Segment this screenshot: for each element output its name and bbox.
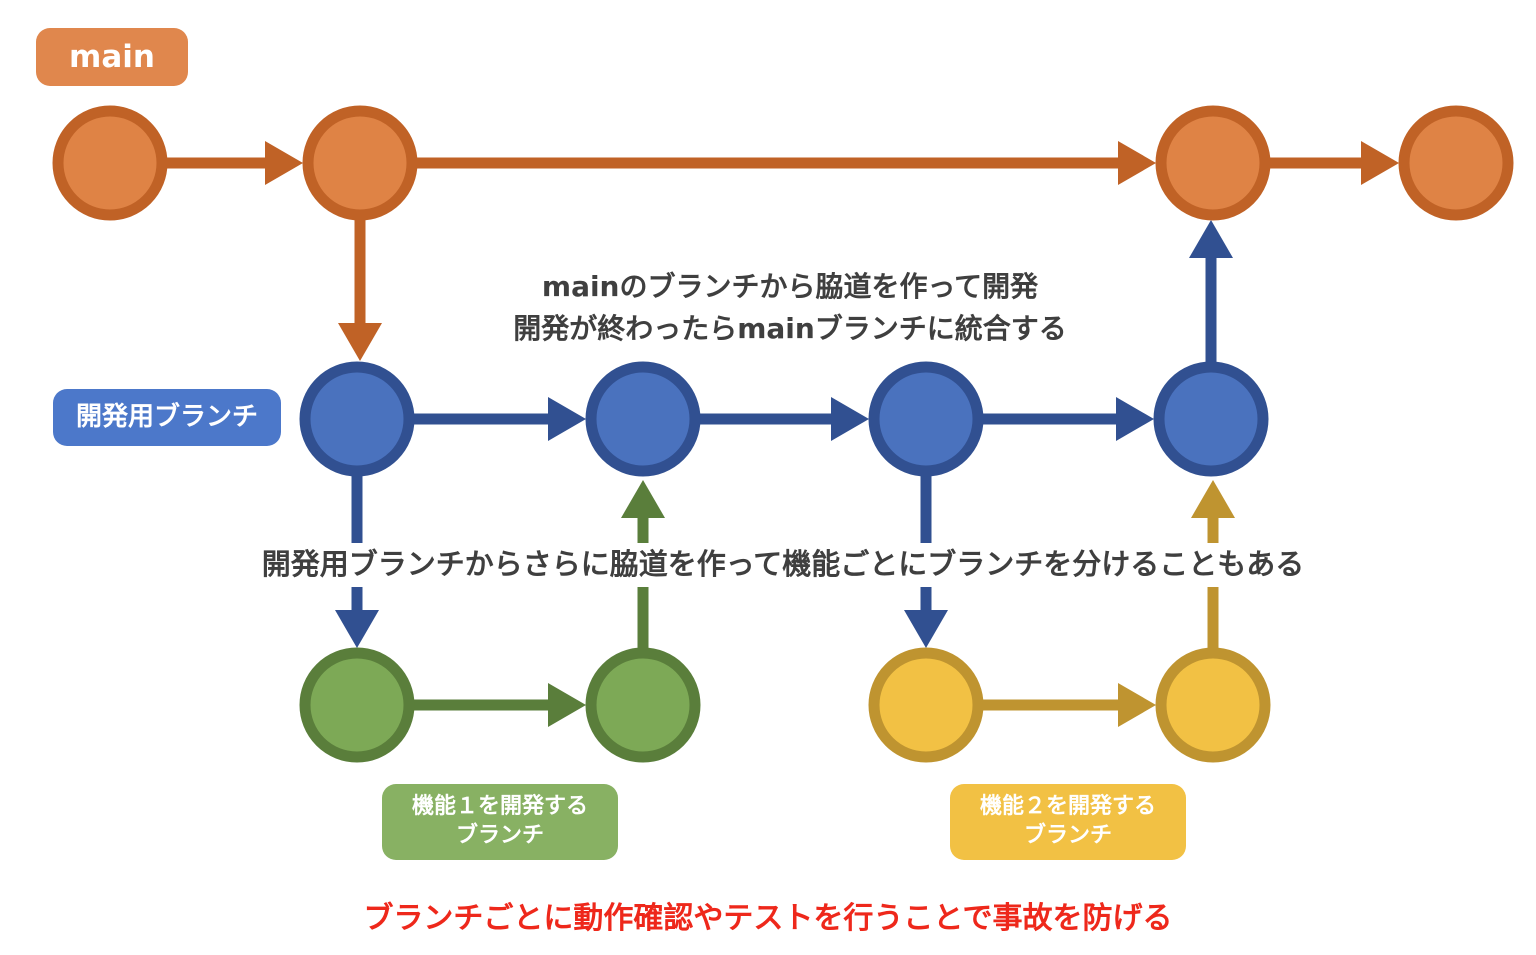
commit-node-feature2-1 bbox=[868, 647, 984, 763]
commit-node-main-2 bbox=[302, 105, 418, 221]
feature2-branch-nodes bbox=[868, 647, 1271, 763]
commit-node-feature1-1 bbox=[299, 647, 415, 763]
arrow-dev-3-4-head bbox=[1116, 397, 1154, 441]
feature1-branch-label-line2: ブランチ bbox=[455, 823, 544, 848]
feature1-branch-label: 機能１を開発する ブランチ bbox=[382, 784, 618, 860]
arrow-feature2-1-2-head bbox=[1118, 683, 1156, 727]
dev-branch-label-text: 開発用ブランチ bbox=[75, 401, 258, 432]
commit-node-dev-2 bbox=[585, 361, 701, 477]
main-branch-annotation-line1: mainのブランチから脇道を作って開発 bbox=[541, 270, 1039, 303]
main-branch-annotation: mainのブランチから脇道を作って開発 開発が終わったらmainブランチに統合す… bbox=[430, 266, 1150, 350]
commit-node-feature2-2 bbox=[1155, 647, 1271, 763]
main-branch-label: main bbox=[36, 28, 188, 86]
commit-node-dev-1 bbox=[299, 361, 415, 477]
arrow-feature1-1-2-head bbox=[548, 683, 586, 727]
feature1-branch-edges bbox=[414, 480, 665, 727]
sub-branch-annotation-text: 開発用ブランチからさらに脇道を作って機能ごとにブランチを分けることもある bbox=[261, 547, 1305, 581]
feature2-branch-label-line2: ブランチ bbox=[1023, 823, 1112, 848]
main-branch-annotation-line2: 開発が終わったらmainブランチに統合する bbox=[513, 312, 1067, 345]
dev-branch-label: 開発用ブランチ bbox=[53, 389, 281, 446]
commit-node-dev-3 bbox=[868, 361, 984, 477]
feature1-branch-label-line1: 機能１を開発する bbox=[411, 794, 588, 820]
sub-branch-annotation: 開発用ブランチからさらに脇道を作って機能ごとにブランチを分けることもある bbox=[158, 543, 1408, 587]
arrow-branch-main-to-dev-head bbox=[338, 323, 382, 361]
arrow-main-3-4-head bbox=[1361, 141, 1399, 185]
commit-node-dev-4 bbox=[1153, 361, 1269, 477]
bottom-warning-text: ブランチごとに動作確認やテストを行うことで事故を防げる bbox=[363, 901, 1173, 936]
arrow-main-2-3-head bbox=[1118, 141, 1156, 185]
feature2-branch-label-line1: 機能２を開発する bbox=[979, 794, 1156, 820]
dev-branch-nodes bbox=[299, 361, 1269, 477]
arrow-branch-dev-to-feature2-head bbox=[904, 610, 948, 648]
arrow-merge-feature1-to-dev-head bbox=[621, 480, 665, 518]
commit-node-main-1 bbox=[52, 105, 168, 221]
arrow-main-1-2-head bbox=[265, 141, 303, 185]
feature2-branch-label: 機能２を開発する ブランチ bbox=[950, 784, 1186, 860]
commit-node-main-3 bbox=[1155, 105, 1271, 221]
arrow-merge-dev-to-main-head bbox=[1189, 220, 1233, 258]
arrow-dev-2-3-head bbox=[831, 397, 869, 441]
main-branch-label-text: main bbox=[69, 38, 155, 75]
commit-node-main-4 bbox=[1398, 105, 1514, 221]
bottom-warning-annotation: ブランチごとに動作確認やテストを行うことで事故を防げる bbox=[0, 893, 1536, 937]
feature1-branch-nodes bbox=[299, 647, 701, 763]
main-branch-nodes bbox=[52, 105, 1514, 221]
arrow-merge-feature2-to-dev-head bbox=[1191, 480, 1235, 518]
arrow-dev-1-2-head bbox=[548, 397, 586, 441]
arrow-branch-dev-to-feature1-head bbox=[335, 610, 379, 648]
commit-node-feature1-2 bbox=[585, 647, 701, 763]
main-branch-edges bbox=[167, 141, 1399, 361]
